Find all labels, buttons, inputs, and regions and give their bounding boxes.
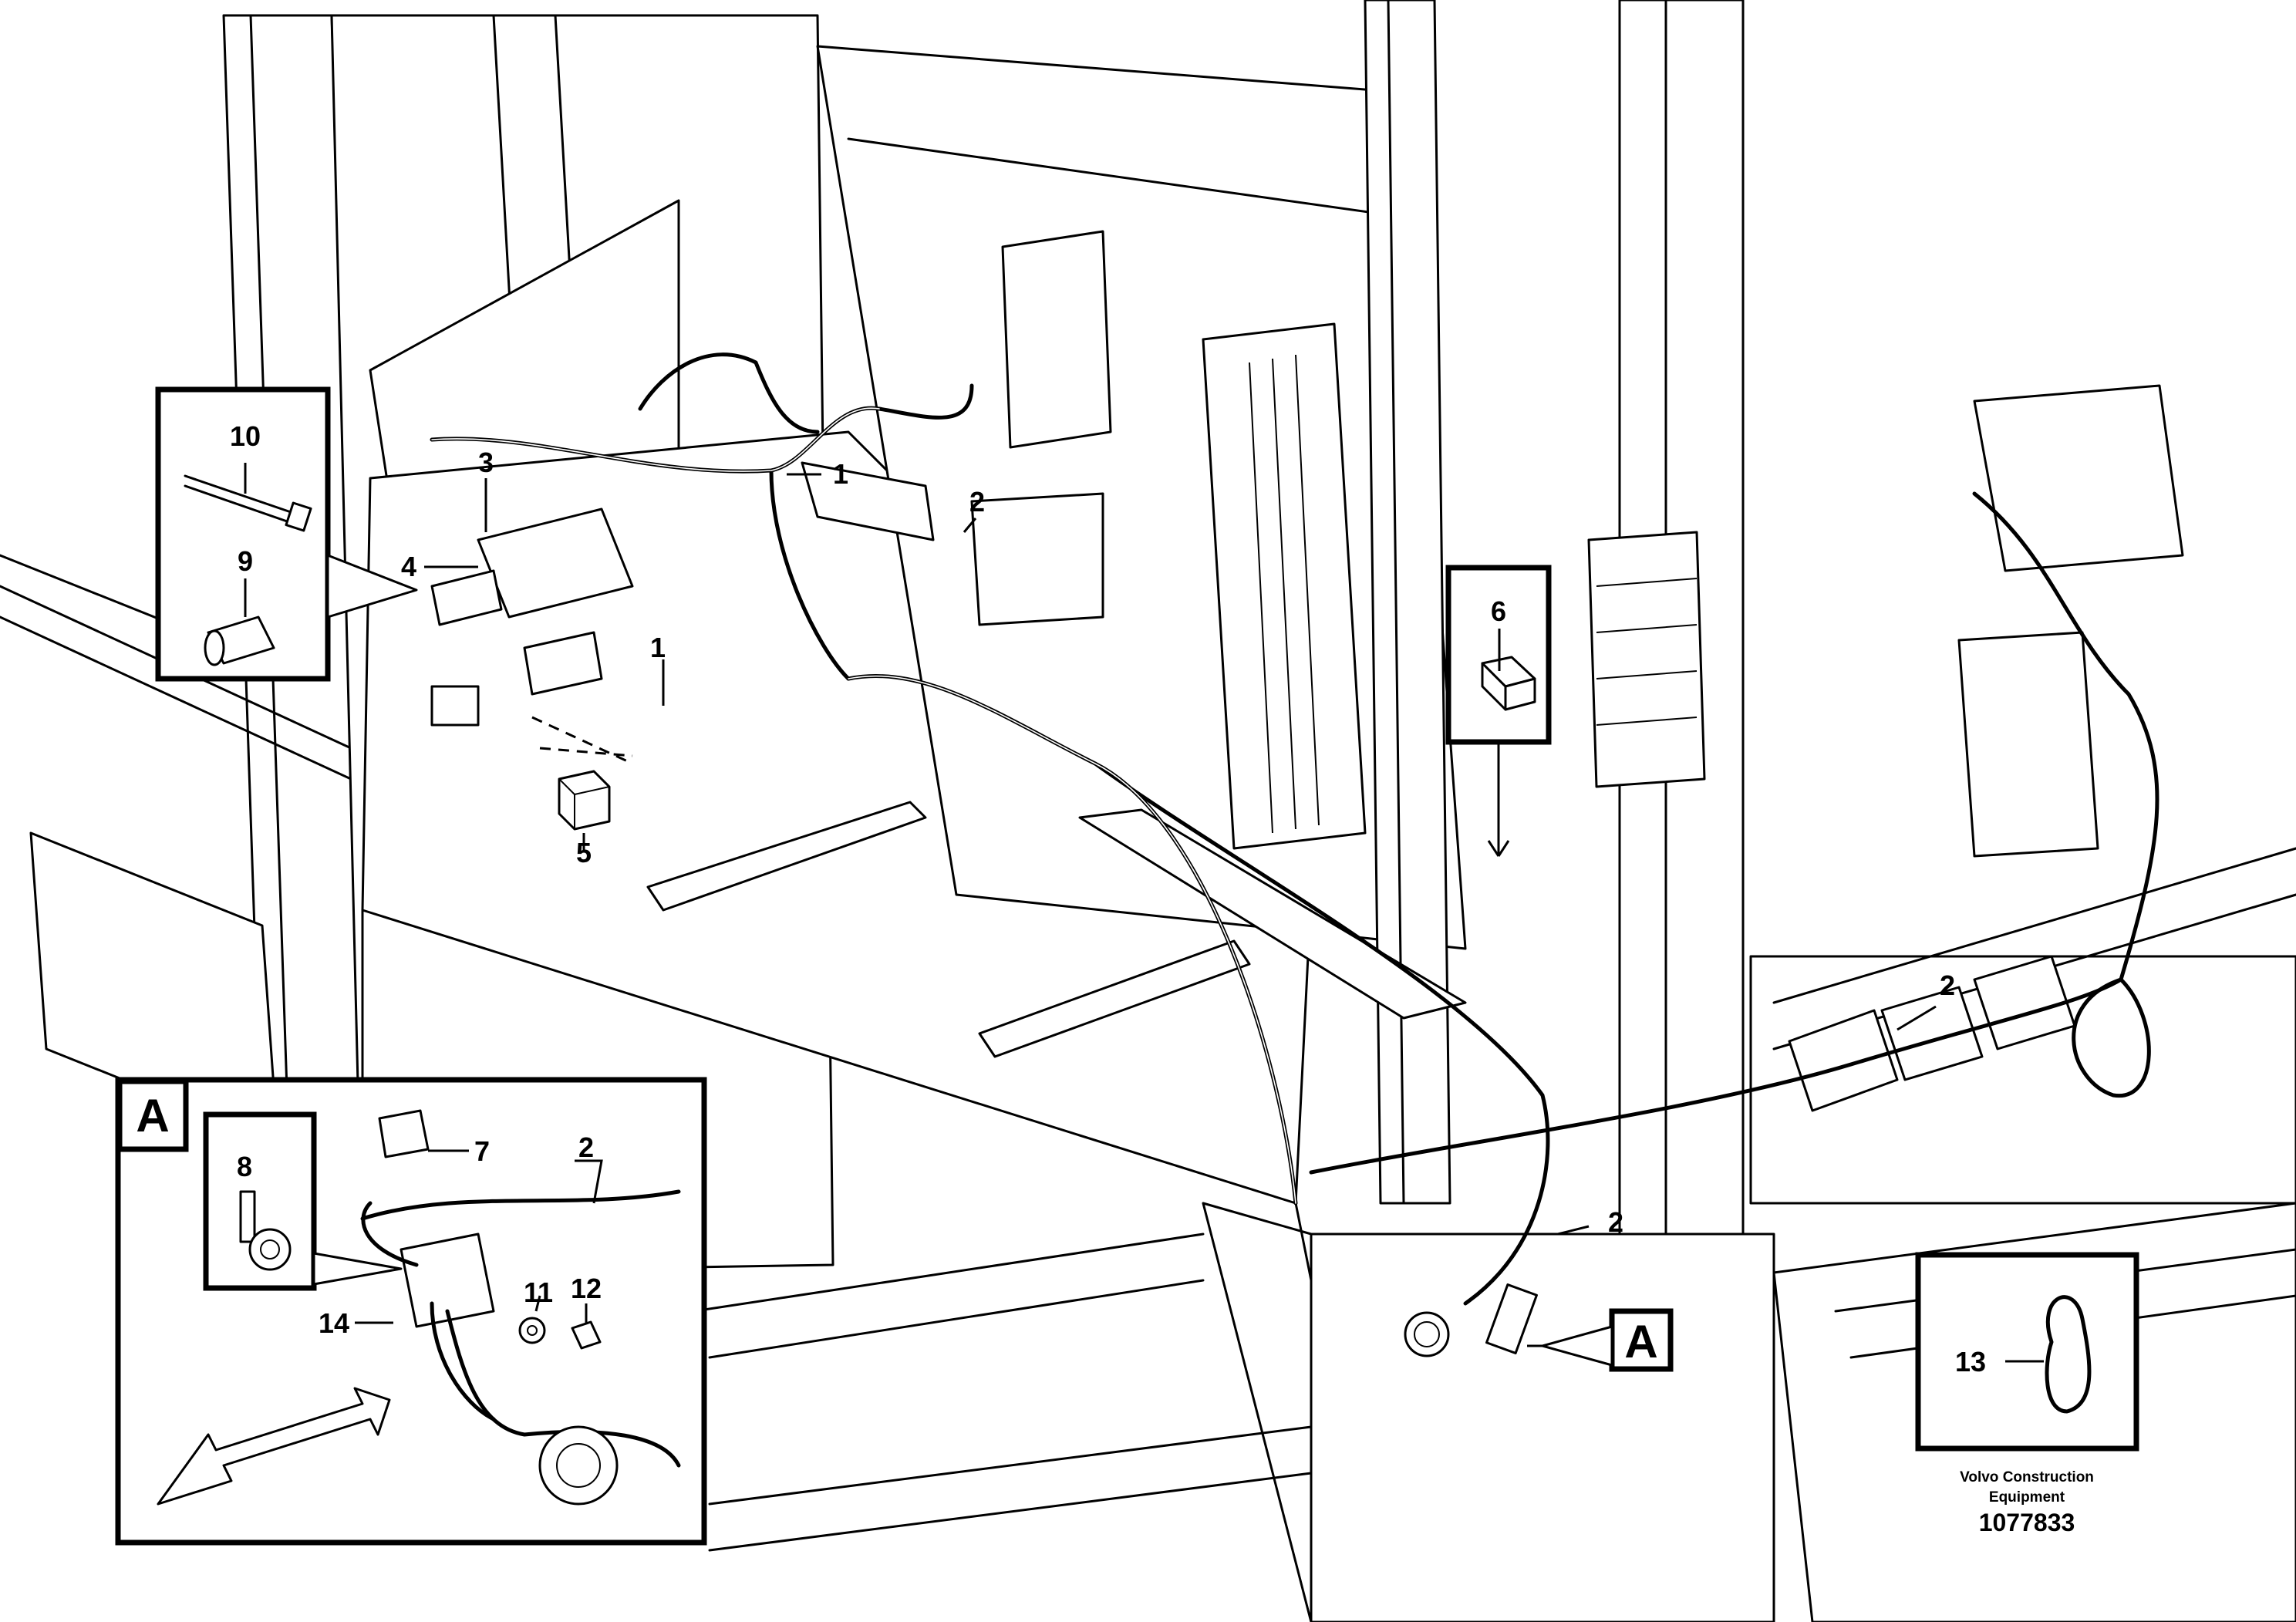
detail-a-ref-label: A	[1624, 1316, 1657, 1367]
callout-10: 10	[230, 420, 261, 452]
callout-13: 13	[1955, 1346, 1986, 1378]
credit-block: Volvo Construction Equipment 1077833	[1960, 1469, 2094, 1536]
detail-box-fuse	[1445, 565, 1552, 857]
callout-2-lower: 2	[1608, 1206, 1623, 1238]
diagnostic-socket	[1404, 1283, 1538, 1357]
callout-labels: 1 1 2 2 2 2 3 4 5 6 7 8 9 10 11 12 13 14	[230, 420, 1986, 1378]
detail-box-bolt	[155, 386, 418, 682]
callout-3: 3	[478, 447, 494, 478]
harness-1	[430, 352, 974, 681]
credit-line-2: Equipment	[1989, 1489, 2065, 1506]
callout-2-right: 2	[1940, 969, 1955, 1001]
part-number: 1077833	[1979, 1509, 2075, 1536]
callout-2-center: 2	[969, 486, 985, 518]
detail-a-reference	[1527, 1308, 1674, 1372]
detail-a-box	[115, 1077, 707, 1546]
view-direction-arrow	[157, 1387, 391, 1506]
callout-5: 5	[576, 837, 592, 868]
detail-a-label: A	[136, 1090, 169, 1141]
callout-2-detail: 2	[578, 1131, 594, 1163]
callout-9: 9	[238, 545, 253, 577]
callout-8: 8	[237, 1151, 252, 1182]
dashed-reference-line	[531, 716, 633, 765]
callout-7: 7	[474, 1135, 490, 1167]
credit-line-1: Volvo Construction	[1960, 1469, 2094, 1485]
callout-14: 14	[319, 1307, 349, 1339]
callout-1-lower: 1	[833, 458, 848, 490]
component-4-unit	[430, 508, 634, 727]
detail-box-cable-tie	[1915, 1252, 2139, 1452]
callout-11: 11	[524, 1276, 553, 1308]
leader-lines	[424, 473, 1937, 1236]
component-5-cube	[558, 770, 611, 831]
callout-4: 4	[401, 551, 416, 582]
callout-6: 6	[1491, 595, 1506, 627]
callout-1-upper: 1	[650, 632, 666, 663]
harness-2	[846, 491, 2159, 1306]
callout-12: 12	[571, 1273, 602, 1304]
